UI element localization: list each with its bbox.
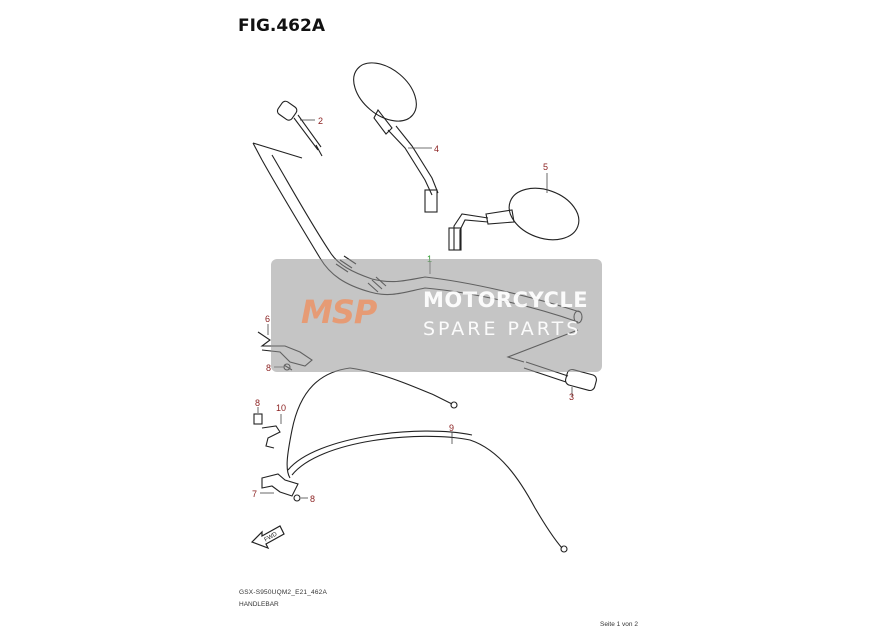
watermark-band: [271, 259, 602, 372]
watermark-text-motorcycle: MOTORCYCLE: [423, 288, 589, 312]
footer-model-code: GSX-S950UQM2_E21_462A: [239, 589, 328, 596]
fwd-arrow-icon: FWD: [250, 525, 285, 550]
clip-8-middle[interactable]: [253, 413, 263, 425]
footer-page-number: Seite 1 von 2: [600, 621, 638, 628]
cable-clutch[interactable]: [287, 430, 568, 553]
callout-2: 2: [318, 116, 323, 126]
footer-part-name: HANDLEBAR: [239, 601, 279, 608]
callout-4: 4: [434, 144, 439, 154]
callout-8-middle: 8: [255, 398, 260, 408]
clamp-7[interactable]: [261, 473, 299, 497]
bar-end-weight-left[interactable]: [276, 100, 323, 157]
callout-5: 5: [543, 162, 548, 172]
bracket-10[interactable]: [261, 425, 281, 449]
watermark-text-spare-parts: SPARE PARTS: [423, 318, 582, 340]
callout-6: 6: [265, 314, 270, 324]
mirror-left[interactable]: [343, 51, 439, 213]
callout-3: 3: [569, 392, 574, 402]
cable-throttle[interactable]: [286, 367, 458, 479]
mirror-right[interactable]: [448, 179, 586, 251]
callout-8-lower: 8: [310, 494, 315, 504]
clip-8-lower[interactable]: [293, 494, 301, 502]
callout-9: 9: [449, 423, 454, 433]
callout-8-upper: 8: [266, 363, 271, 373]
callout-10: 10: [276, 403, 286, 413]
callout-7: 7: [252, 489, 257, 499]
watermark-logo: MSP: [301, 293, 377, 331]
figure-title: FIG.462A: [238, 16, 325, 36]
